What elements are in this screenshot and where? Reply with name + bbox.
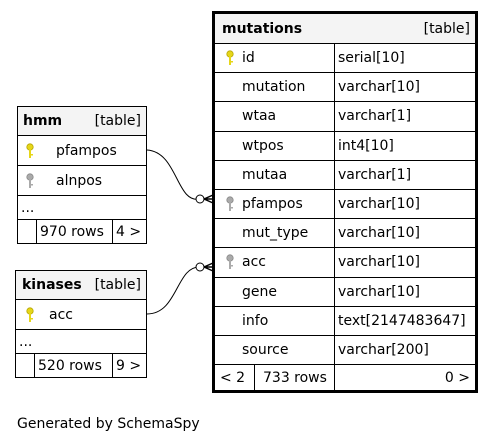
table-name: kinases	[22, 277, 82, 293]
column-datatype: varchar[10]	[338, 225, 420, 242]
table-name: mutations	[222, 20, 303, 37]
column-name: alnpos	[56, 172, 103, 189]
column-datatype: int4[10]	[338, 137, 394, 154]
mutations-header: mutations [table]	[215, 14, 475, 43]
primary-key-icon	[25, 142, 35, 159]
kinases-link-crowfoot	[203, 262, 214, 272]
hmm-ellipsis-row: ...	[18, 195, 146, 219]
mutations-column-row[interactable]: wtpos int4[10]	[215, 130, 475, 160]
column-name: mutaa	[242, 166, 288, 183]
mutations-column-row[interactable]: wtaa varchar[1]	[215, 101, 475, 131]
mutations-column-row[interactable]: mutaa varchar[1]	[215, 159, 475, 189]
foreign-key-icon	[225, 254, 235, 270]
more-columns-ellipsis: ...	[21, 199, 35, 216]
child-count-link[interactable]: 0 >	[444, 369, 470, 386]
table-type: [table]	[94, 277, 141, 293]
kinases-link-circle	[195, 262, 205, 272]
table-name: hmm	[23, 113, 63, 129]
mutations-column-row[interactable]: info text[2147483647]	[215, 305, 475, 335]
hmm-link-crowfoot	[203, 194, 214, 204]
mutations-column-row[interactable]: pfampos varchar[10]	[215, 189, 475, 219]
column-name: info	[242, 312, 269, 329]
column-name: id	[242, 50, 255, 67]
column-name: pfampos	[56, 142, 117, 159]
column-datatype: varchar[10]	[338, 79, 420, 96]
table-type: [table]	[94, 113, 141, 129]
column-name: wtpos	[242, 137, 284, 154]
primary-key-icon	[25, 306, 35, 323]
kinases-to-mutations-line	[146, 266, 201, 315]
primary-key-icon	[225, 50, 235, 66]
kinases-footer-row: 520 rows 9 >	[16, 353, 146, 377]
mutations-table[interactable]: mutations [table] id serial[10] mutation va…	[212, 11, 478, 393]
row-count: 733 rows	[263, 369, 327, 386]
mutations-column-row[interactable]: id serial[10]	[215, 43, 475, 73]
child-count-link[interactable]: 4 >	[116, 223, 142, 240]
parent-count-link[interactable]: < 2	[220, 369, 246, 386]
column-datatype: varchar[200]	[338, 342, 429, 359]
row-count: 970 rows	[40, 223, 104, 240]
column-name: mutation	[242, 79, 306, 96]
column-datatype: text[2147483647]	[338, 312, 466, 329]
hmm-column-row[interactable]: pfampos	[18, 135, 146, 165]
column-name: wtaa	[242, 108, 277, 125]
column-name: mut_type	[242, 225, 309, 242]
mutations-footer-row: < 2 733 rows 0 >	[215, 364, 475, 390]
column-datatype: varchar[1]	[338, 108, 412, 125]
hmm-footer-row: 970 rows 4 >	[18, 219, 146, 243]
kinases-column-row[interactable]: acc	[16, 299, 146, 329]
kinases-table[interactable]: kinases [table] acc ... 520 rows 9 >	[15, 270, 147, 378]
foreign-key-icon	[25, 172, 35, 189]
generated-by-footer: Generated by SchemaSpy	[17, 416, 200, 432]
kinases-header: kinases [table]	[16, 271, 146, 299]
row-count: 520 rows	[38, 357, 102, 374]
child-count-link[interactable]: 9 >	[116, 357, 142, 374]
mutations-column-row[interactable]: gene varchar[10]	[215, 276, 475, 306]
mutations-column-row[interactable]: acc varchar[10]	[215, 247, 475, 277]
hmm-column-row[interactable]: alnpos	[18, 165, 146, 195]
mutations-column-row[interactable]: source varchar[200]	[215, 335, 475, 365]
hmm-header: hmm [table]	[18, 107, 146, 135]
more-columns-ellipsis: ...	[19, 333, 33, 350]
column-datatype: serial[10]	[338, 50, 405, 67]
column-datatype: varchar[10]	[338, 254, 420, 271]
column-datatype: varchar[10]	[338, 196, 420, 213]
table-type: [table]	[423, 20, 470, 37]
hmm-table[interactable]: hmm [table] pfampos alnpos ... 970 rows …	[17, 106, 147, 244]
column-datatype: varchar[1]	[338, 166, 412, 183]
mutations-column-row[interactable]: mut_type varchar[10]	[215, 218, 475, 248]
column-name: pfampos	[242, 196, 303, 213]
column-datatype: varchar[10]	[338, 283, 420, 300]
hmm-to-mutations-line	[146, 149, 201, 200]
column-name: acc	[49, 306, 73, 323]
column-name: gene	[242, 283, 277, 300]
foreign-key-icon	[225, 196, 235, 212]
mutations-column-row[interactable]: mutation varchar[10]	[215, 72, 475, 102]
column-name: acc	[242, 254, 266, 271]
kinases-ellipsis-row: ...	[16, 329, 146, 353]
hmm-link-circle	[195, 194, 205, 204]
column-name: source	[242, 342, 289, 359]
